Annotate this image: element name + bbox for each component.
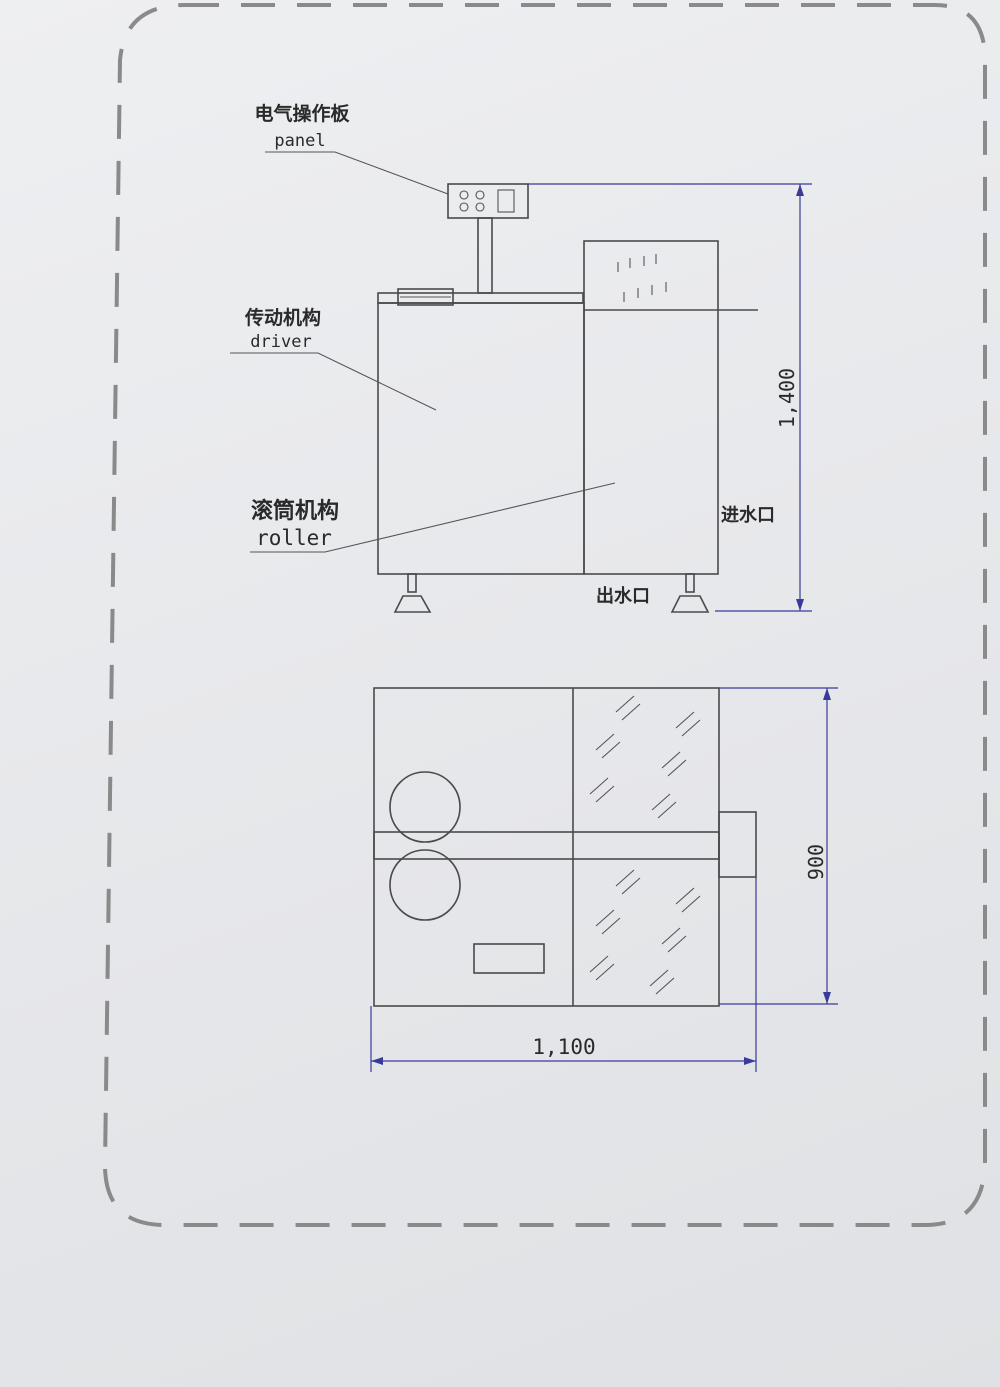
left-foot [393, 573, 432, 613]
water-tank [583, 240, 719, 575]
depth-dimension [719, 687, 838, 1005]
width-dimension [370, 877, 757, 1072]
roller-circle-top [389, 771, 461, 843]
top-outline [373, 687, 720, 1007]
front-view: 电气操作板 panel 传动机构 driver 滚筒机构 roller 进水口 … [230, 102, 812, 613]
driver-leader [230, 352, 437, 411]
panel-button [475, 202, 485, 212]
driver-label-cn: 传动机构 [244, 306, 321, 329]
glass-hatch-bottom [589, 869, 701, 995]
height-value: 1,400 [775, 368, 799, 428]
electric-panel-box [447, 183, 529, 219]
right-foot [670, 573, 710, 613]
control-window [473, 943, 545, 974]
panel-label-en: panel [274, 131, 325, 151]
driver-label-en: driver [250, 332, 311, 352]
glass-hatch [617, 254, 667, 302]
panel-leader [265, 151, 449, 195]
panel-button [459, 190, 469, 200]
roller-label-cn: 滚筒机构 [251, 498, 339, 524]
water-inlet-label: 进水口 [721, 504, 775, 526]
roller-leader [250, 482, 616, 553]
panel-button [459, 202, 469, 212]
driver-housing [377, 302, 585, 575]
width-value: 1,100 [532, 1035, 595, 1059]
side-box [718, 811, 757, 878]
center-beam [373, 831, 720, 860]
panel-post [477, 217, 493, 294]
drive-pulley [397, 288, 454, 306]
dashed-border [102, 2, 987, 1227]
panel-button [475, 190, 485, 200]
top-rail [377, 292, 584, 304]
roller-label-en: roller [256, 526, 332, 550]
height-dimension [528, 183, 812, 612]
panel-display [497, 189, 515, 213]
roller-circle-bottom [389, 849, 461, 921]
glass-hatch-top [589, 695, 701, 819]
depth-value: 900 [804, 844, 828, 880]
panel-label-cn: 电气操作板 [254, 102, 350, 125]
top-view: 900 1,100 [370, 687, 838, 1072]
water-outlet-label: 出水口 [596, 585, 650, 607]
